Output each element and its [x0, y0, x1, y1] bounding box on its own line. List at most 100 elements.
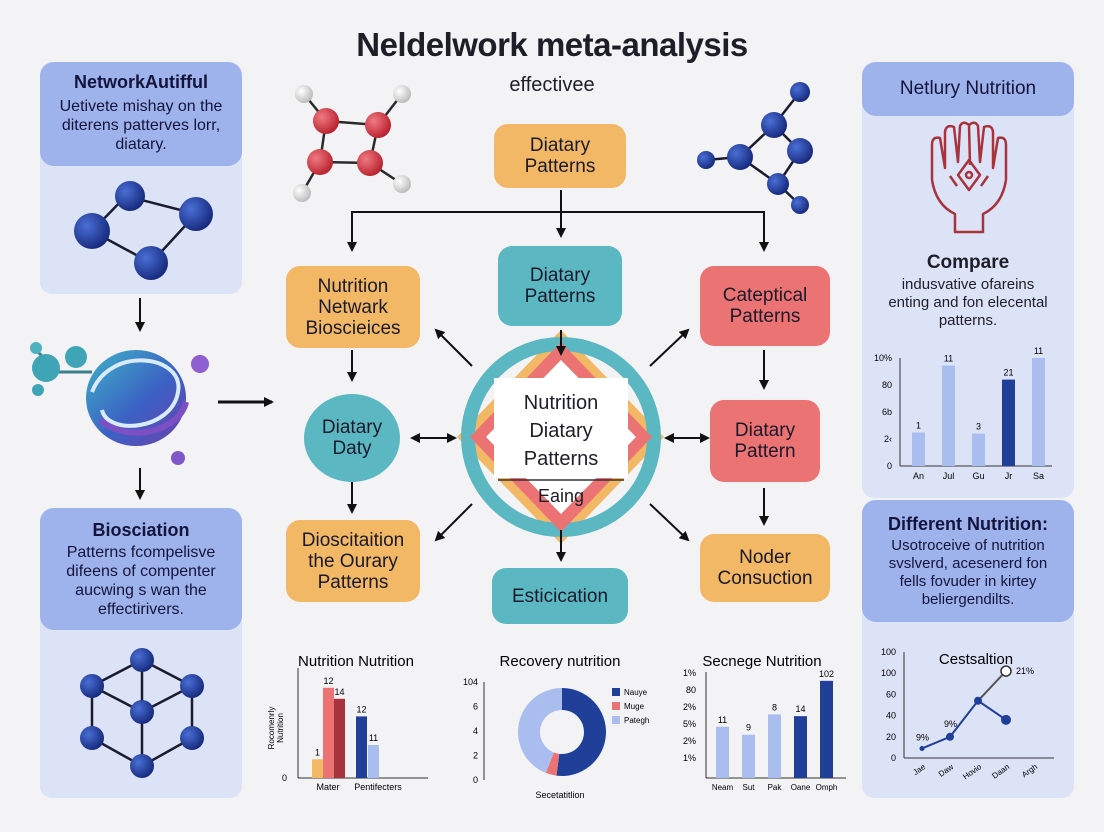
bar	[1032, 358, 1045, 466]
node-label: Netwark	[318, 296, 388, 318]
recovery-donut-chart: Recovery nutrition0246104NauyeMugePategh…	[463, 653, 649, 800]
bar	[942, 365, 955, 466]
node-label: Esticication	[511, 585, 609, 607]
node-label: Cateptical	[722, 285, 808, 306]
secnege-bar-chart: Secnege Nutrition1%2%5%2%801%11Neam9Sut8…	[683, 653, 846, 792]
data-label: 14	[795, 704, 805, 714]
node-label: Patterns	[317, 571, 389, 593]
data-label: 21	[1003, 368, 1013, 378]
data-label: 11	[718, 715, 727, 725]
y-tick-label: 60	[886, 689, 896, 699]
node-label: Diatary	[321, 417, 383, 438]
left-bottom-card: Biosciation Patterns fcompelisve difeens…	[40, 508, 242, 630]
compare-heading: Compare	[926, 252, 1010, 273]
y-tick-label: 2‹	[884, 434, 892, 444]
y-tick-label: 80	[686, 685, 696, 695]
bar	[323, 687, 334, 778]
node-label: Dioscitaition	[301, 529, 405, 551]
node-label: Diatary	[529, 135, 591, 156]
data-label: 8	[772, 702, 777, 712]
line-series	[977, 699, 1007, 721]
node-label: Pattern	[734, 441, 796, 462]
data-point	[919, 745, 925, 751]
x-tick-label: Sa	[1033, 471, 1044, 481]
right-bottom-body-line: fells fovuder in kirtey	[899, 573, 1037, 590]
x-tick-label: Oane	[791, 783, 811, 792]
x-tick-label: Pak	[768, 783, 783, 792]
right-bottom-body-line: svslverd, acesenerd fon	[888, 555, 1048, 572]
data-point	[974, 696, 982, 705]
donut-slice	[518, 688, 562, 773]
data-label: 12	[356, 704, 366, 714]
data-label: 12	[323, 676, 333, 686]
legend-swatch	[612, 702, 620, 710]
bar	[368, 745, 379, 778]
node-label: the Ourary	[308, 550, 398, 572]
x-tick-label: Daan	[990, 762, 1011, 780]
y-tick-label: 100	[881, 647, 896, 657]
bar	[742, 734, 755, 778]
data-point	[946, 732, 954, 741]
center-label-line: Nutrition	[523, 392, 599, 414]
right-top-card: Netlury Nutrition	[862, 62, 1074, 116]
data-label: 11	[944, 354, 953, 364]
donut-slice	[556, 688, 606, 776]
x-tick-label: Jr	[1005, 471, 1013, 481]
left-top-body-line: diterens patterves lorr,	[61, 117, 221, 134]
x-tick-label: Neam	[712, 783, 734, 792]
node-label: Noder	[739, 547, 791, 568]
left-bottom-body-line: difeens of compenter	[66, 563, 216, 580]
right-bottom-heading: Different Nutrition:	[888, 514, 1048, 534]
bar	[912, 432, 925, 466]
line-series	[977, 670, 1007, 702]
flow-connectors	[135, 190, 769, 562]
legend-swatch	[612, 716, 620, 724]
center-label-line: Patterns	[523, 448, 599, 470]
legend-swatch	[612, 688, 620, 696]
point-label: 21%	[1016, 666, 1034, 676]
y-tick-label: 2%	[683, 736, 696, 746]
x-tick-label: Omph	[816, 783, 838, 792]
y-tick-label: 1%	[683, 668, 696, 678]
chart-title: Secnege Nutrition	[702, 653, 821, 670]
bar	[794, 716, 807, 778]
node-label: Daty	[332, 438, 372, 459]
y-tick-label: 0	[473, 775, 478, 785]
bar	[972, 433, 985, 466]
y-tick-label: 100	[881, 668, 896, 678]
node-esticication: Esticication	[492, 568, 628, 624]
left-top-body-line: diatary.	[115, 136, 167, 153]
donut-slice	[545, 752, 560, 776]
y-axis-label: Rocomenrly	[267, 707, 276, 750]
bar	[334, 698, 345, 778]
y-tick-label: 1%	[683, 753, 696, 763]
data-label: 11	[1034, 346, 1043, 356]
center-footer: Eaing	[537, 486, 585, 506]
center-label: Nutrition Diatary Patterns	[494, 389, 628, 473]
x-axis-label: Secetatitlion	[535, 790, 584, 800]
chart-title: Recovery nutrition	[500, 653, 621, 670]
y-tick-label: 0	[282, 773, 287, 783]
x-tick-label: Mater	[316, 782, 339, 792]
y-tick-label: 40	[886, 711, 896, 721]
y-tick-label: 104	[463, 677, 478, 687]
node-label: Bioscieices	[305, 317, 401, 339]
center-label-line: Diatary	[529, 420, 593, 442]
data-label: 1	[916, 421, 921, 431]
bar	[312, 759, 323, 778]
point-label: 9%	[916, 732, 929, 742]
node-label: Patterns	[524, 156, 596, 177]
x-tick-label: Hovio	[961, 762, 983, 781]
data-label: 102	[819, 669, 834, 679]
data-label: 1	[315, 747, 320, 757]
x-tick-label: Sut	[742, 783, 755, 792]
y-tick-label: 80	[882, 380, 892, 390]
